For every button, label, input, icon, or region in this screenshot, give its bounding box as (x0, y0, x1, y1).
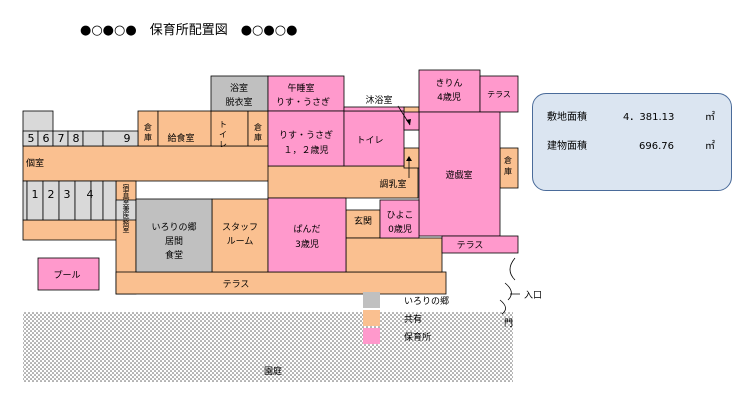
legend-label-nursery: 保育所 (404, 331, 431, 343)
bath-room-label: 沐浴室 (365, 94, 392, 106)
risu-label-2: １，２歳児 (283, 144, 328, 156)
irori-label-3: 食堂 (165, 249, 183, 261)
kitchen-label: 給食室 (167, 132, 194, 144)
terrace-right-label: テラス (457, 240, 484, 251)
storage-mid-2: 庫 (254, 132, 262, 142)
room-5: 5 (28, 132, 35, 145)
nap-label-2: りす・うさぎ (276, 96, 330, 108)
site-area-label: 敷地面積 (547, 112, 587, 123)
garden-label: 園庭 (264, 365, 282, 377)
site-area-value: 4．381.13 (623, 112, 675, 123)
irori-areas (135, 75, 269, 273)
gate-mark (499, 257, 516, 315)
night-duty-label: 宿直室兼医務室 (122, 183, 130, 233)
kirin-label-1: きりん (435, 78, 462, 89)
toilet-small-1: ト (219, 120, 227, 129)
building-area-unit: ㎡ (705, 141, 715, 152)
area-info-box: 敷地面積 4．381.13 ㎡ 建物面積 696.76 ㎡ (532, 93, 732, 191)
site-area-row: 敷地面積 4．381.13 ㎡ (547, 111, 717, 125)
room-3: 3 (64, 188, 71, 201)
room-2: 2 (48, 188, 55, 201)
risu-label-1: りす・うさぎ (279, 129, 333, 141)
kirin-label-2: 4歳児 (437, 91, 461, 103)
site-area-unit: ㎡ (705, 112, 715, 123)
entrance-label: 入口 (524, 290, 542, 301)
individual-room-label: 個室 (26, 157, 44, 169)
room-4: 4 (87, 188, 94, 201)
storage-right-1: 倉 (504, 155, 512, 165)
room-8: 8 (73, 132, 80, 145)
room-6: 6 (43, 132, 50, 145)
entrance-hall-label: 玄関 (354, 215, 372, 227)
staff-label-1: スタッフ (222, 222, 258, 233)
bath-label-2: 脱衣室 (225, 96, 252, 108)
storage-mid-1: 倉 (254, 122, 262, 132)
gate-label: 門 (504, 318, 513, 329)
terrace-bottom-label: テラス (223, 279, 250, 290)
irori-label-2: 居間 (165, 236, 183, 247)
room-1: 1 (32, 188, 39, 201)
nursing-label: 調乳室 (379, 178, 406, 190)
hiyoko-label-2: 0歳児 (388, 223, 412, 235)
terrace-top-label: テラス (487, 90, 511, 99)
legend-label-shared: 共有 (404, 313, 422, 325)
storage-left-1: 倉 (144, 122, 152, 132)
bath-label-1: 浴室 (230, 82, 248, 94)
legend-swatch-irori (363, 292, 380, 308)
garden-area (23, 312, 513, 382)
legend-swatch-nursery (363, 328, 380, 344)
nursery-areas (37, 69, 519, 291)
building-area-label: 建物面積 (547, 141, 587, 152)
individual-rooms (22, 110, 139, 221)
toilet-label: トイレ (356, 136, 383, 146)
panda-label-1: ぱんだ (293, 224, 320, 235)
panda-label-2: 3歳児 (295, 238, 319, 250)
legend: いろりの郷 共有 保育所 (363, 292, 449, 344)
nap-label-1: 午睡室 (287, 82, 314, 94)
page-title: ●○●○● 保育所配置図 ●○●○● (80, 23, 298, 38)
hiyoko-label-1: ひよこ (386, 210, 413, 221)
pool-label: プール (53, 270, 80, 281)
room-7: 7 (58, 132, 65, 145)
playroom-label: 遊戯室 (445, 169, 472, 181)
toilet-small-3: レ (219, 140, 227, 149)
room-9: 9 (124, 132, 131, 145)
legend-swatch-shared (363, 310, 380, 326)
building-area-row: 建物面積 696.76 ㎡ (547, 140, 717, 154)
storage-left-2: 庫 (144, 132, 152, 142)
storage-right-2: 庫 (504, 166, 512, 176)
building-area-value: 696.76 (639, 141, 674, 152)
irori-label-1: いろりの郷 (151, 222, 196, 233)
toilet-small-2: イ (219, 130, 227, 139)
entrance-arrow (504, 282, 520, 301)
staff-label-2: ルーム (227, 236, 254, 247)
legend-label-irori: いろりの郷 (404, 296, 449, 307)
